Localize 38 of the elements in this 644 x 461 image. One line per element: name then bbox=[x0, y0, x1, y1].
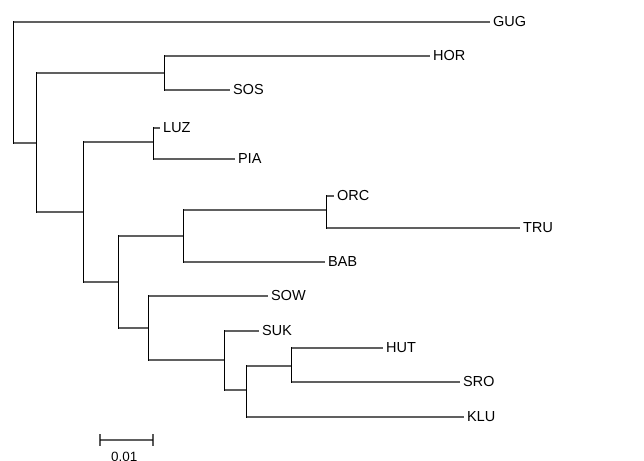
tree-branch bbox=[247, 365, 292, 367]
taxon-label: TRU bbox=[520, 220, 553, 236]
tree-branch bbox=[149, 359, 225, 361]
tree-branch bbox=[149, 295, 268, 297]
taxon-label: GUG bbox=[490, 14, 526, 30]
tree-branch bbox=[119, 235, 184, 237]
taxon-label: BAB bbox=[325, 254, 358, 270]
tree-branch bbox=[14, 142, 37, 144]
taxon-label: LUZ bbox=[160, 120, 190, 136]
taxon-label: HOR bbox=[430, 48, 466, 64]
taxon-label: SUK bbox=[259, 323, 292, 339]
tree-branch bbox=[154, 127, 160, 129]
tree-branch bbox=[14, 21, 490, 23]
tree-branch bbox=[327, 227, 520, 229]
tree-branch bbox=[119, 327, 149, 329]
taxon-label: ORC bbox=[334, 188, 370, 204]
tree-branch bbox=[37, 72, 165, 74]
taxon-label: PIA bbox=[235, 151, 262, 167]
tree-branch bbox=[184, 261, 325, 263]
tree-branch bbox=[154, 158, 235, 160]
tree-branch bbox=[225, 330, 259, 332]
tree-branch bbox=[165, 89, 230, 91]
tree-branch bbox=[165, 55, 430, 57]
tree-branch bbox=[84, 141, 154, 143]
taxon-label: SOS bbox=[230, 82, 264, 98]
taxon-label: SOW bbox=[268, 288, 306, 304]
tree-branch bbox=[84, 281, 119, 283]
tree-branch bbox=[225, 389, 247, 391]
tree-branch bbox=[184, 209, 327, 211]
taxon-label: SRO bbox=[460, 374, 494, 390]
taxon-label: HUT bbox=[383, 340, 416, 356]
tree-branch bbox=[247, 416, 464, 418]
tree-branch bbox=[292, 381, 460, 383]
tree-branch bbox=[37, 211, 84, 213]
tree-branch bbox=[327, 195, 334, 197]
tree-branch bbox=[292, 347, 383, 349]
taxon-label: KLU bbox=[464, 409, 496, 425]
scale-label: 0.01 bbox=[111, 449, 138, 461]
